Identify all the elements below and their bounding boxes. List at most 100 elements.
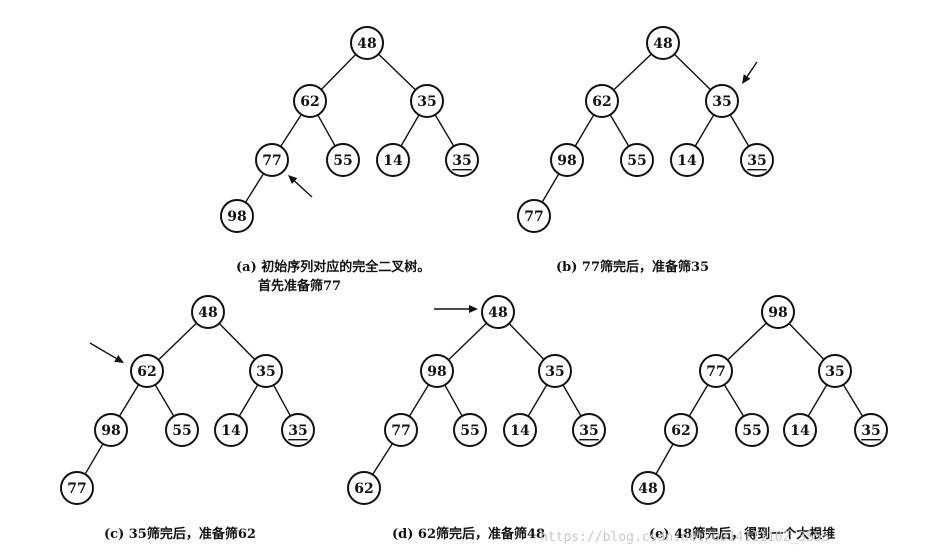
tree-node: 14: [376, 143, 410, 177]
tree-node: 35: [445, 143, 479, 177]
tree-node: 35: [281, 413, 315, 447]
tree-node: 14: [214, 413, 248, 447]
node-circle: [453, 413, 487, 447]
tree-edge: [655, 443, 674, 475]
node-circle: [699, 354, 733, 388]
node-label: 48: [653, 36, 672, 52]
node-circle: [249, 354, 283, 388]
node-circle: [220, 199, 254, 233]
node-circle: [735, 413, 769, 447]
tree-node: 98: [761, 295, 795, 329]
node-circle: [165, 413, 199, 447]
node-circle: [761, 295, 795, 329]
node-circle: [854, 413, 888, 447]
tree-edge: [508, 323, 545, 360]
node-circle: [572, 413, 606, 447]
tree-edge: [842, 384, 864, 417]
node-circle: [664, 413, 698, 447]
node-circle: [705, 84, 739, 118]
node-circle: [60, 471, 94, 505]
node-circle: [214, 413, 248, 447]
node-label: 35: [452, 153, 471, 169]
node-label: 35: [825, 364, 844, 380]
caption-text: (a) 初始序列对应的完全二叉树。: [236, 259, 430, 275]
node-label: 14: [221, 423, 241, 439]
node-circle: [350, 26, 384, 60]
node-label: 35: [712, 94, 731, 110]
tree-node: 98: [550, 143, 584, 177]
node-label: 55: [742, 423, 761, 439]
node-label: 35: [288, 423, 307, 439]
tree-edge: [541, 173, 560, 203]
tree-node: 98: [220, 199, 254, 233]
pointer-arrow-icon: [434, 305, 478, 313]
node-label: 98: [557, 153, 576, 169]
node-circle: [550, 143, 584, 177]
tree-node: 48: [631, 471, 665, 505]
tree-edge: [84, 443, 104, 475]
tree-node: 35: [249, 354, 283, 388]
node-circle: [517, 199, 551, 233]
node-circle: [538, 354, 572, 388]
node-circle: [670, 143, 704, 177]
tree-edge: [729, 114, 750, 147]
tree-node: 77: [517, 199, 551, 233]
node-circle: [376, 143, 410, 177]
tree-node: 35: [705, 84, 739, 118]
tree-edge: [723, 384, 745, 417]
node-circle: [255, 143, 289, 177]
tree-edge: [158, 322, 197, 361]
tree-edge: [118, 384, 140, 417]
caption-text: (c) 35筛完后，准备筛62: [104, 526, 256, 542]
caption-text: 首先准备筛77: [258, 278, 341, 294]
node-circle: [585, 84, 619, 118]
tree-node: 55: [453, 413, 487, 447]
tree-edge: [688, 384, 709, 417]
node-label: 62: [592, 94, 611, 110]
tree-edge: [609, 114, 630, 147]
tree-node: 77: [699, 354, 733, 388]
tree-node: 62: [293, 84, 327, 118]
node-circle: [420, 354, 454, 388]
node-label: 62: [354, 481, 373, 497]
watermark-text: https://blog.csdn.net/u014111102_3555: [540, 530, 830, 545]
node-circle: [740, 143, 774, 177]
tree-node: 55: [165, 413, 199, 447]
tree-node: 62: [664, 413, 698, 447]
tree-node: 35: [538, 354, 572, 388]
node-label: 48: [198, 305, 217, 321]
node-label: 77: [391, 423, 410, 439]
node-label: 48: [638, 481, 657, 497]
tree-node: 14: [783, 413, 817, 447]
node-label: 55: [627, 153, 646, 169]
tree-edge: [317, 114, 336, 147]
node-label: 62: [137, 364, 156, 380]
node-label: 62: [300, 94, 319, 110]
caption-text: (d) 62筛完后，准备筛48: [392, 526, 545, 542]
node-label: 77: [706, 364, 725, 380]
tree-edge: [378, 53, 416, 91]
caption-text: (b) 77筛完后，准备筛35: [556, 259, 709, 275]
node-circle: [646, 26, 680, 60]
node-label: 62: [671, 423, 690, 439]
tree-edge: [372, 443, 393, 475]
node-circle: [293, 84, 327, 118]
tree-edge: [400, 114, 420, 147]
tree-node: 62: [347, 471, 381, 505]
tree-edge: [562, 384, 582, 417]
tree-node: 35: [740, 143, 774, 177]
node-label: 14: [790, 423, 810, 439]
tree-edge: [448, 322, 487, 361]
node-circle: [818, 354, 852, 388]
node-label: 77: [262, 153, 281, 169]
tree-edge: [727, 322, 767, 361]
node-label: 35: [579, 423, 598, 439]
tree-node: 35: [854, 413, 888, 447]
tree-node: 77: [384, 413, 418, 447]
tree-edge: [444, 384, 463, 417]
tree-edge: [238, 384, 259, 417]
node-label: 35: [256, 364, 275, 380]
